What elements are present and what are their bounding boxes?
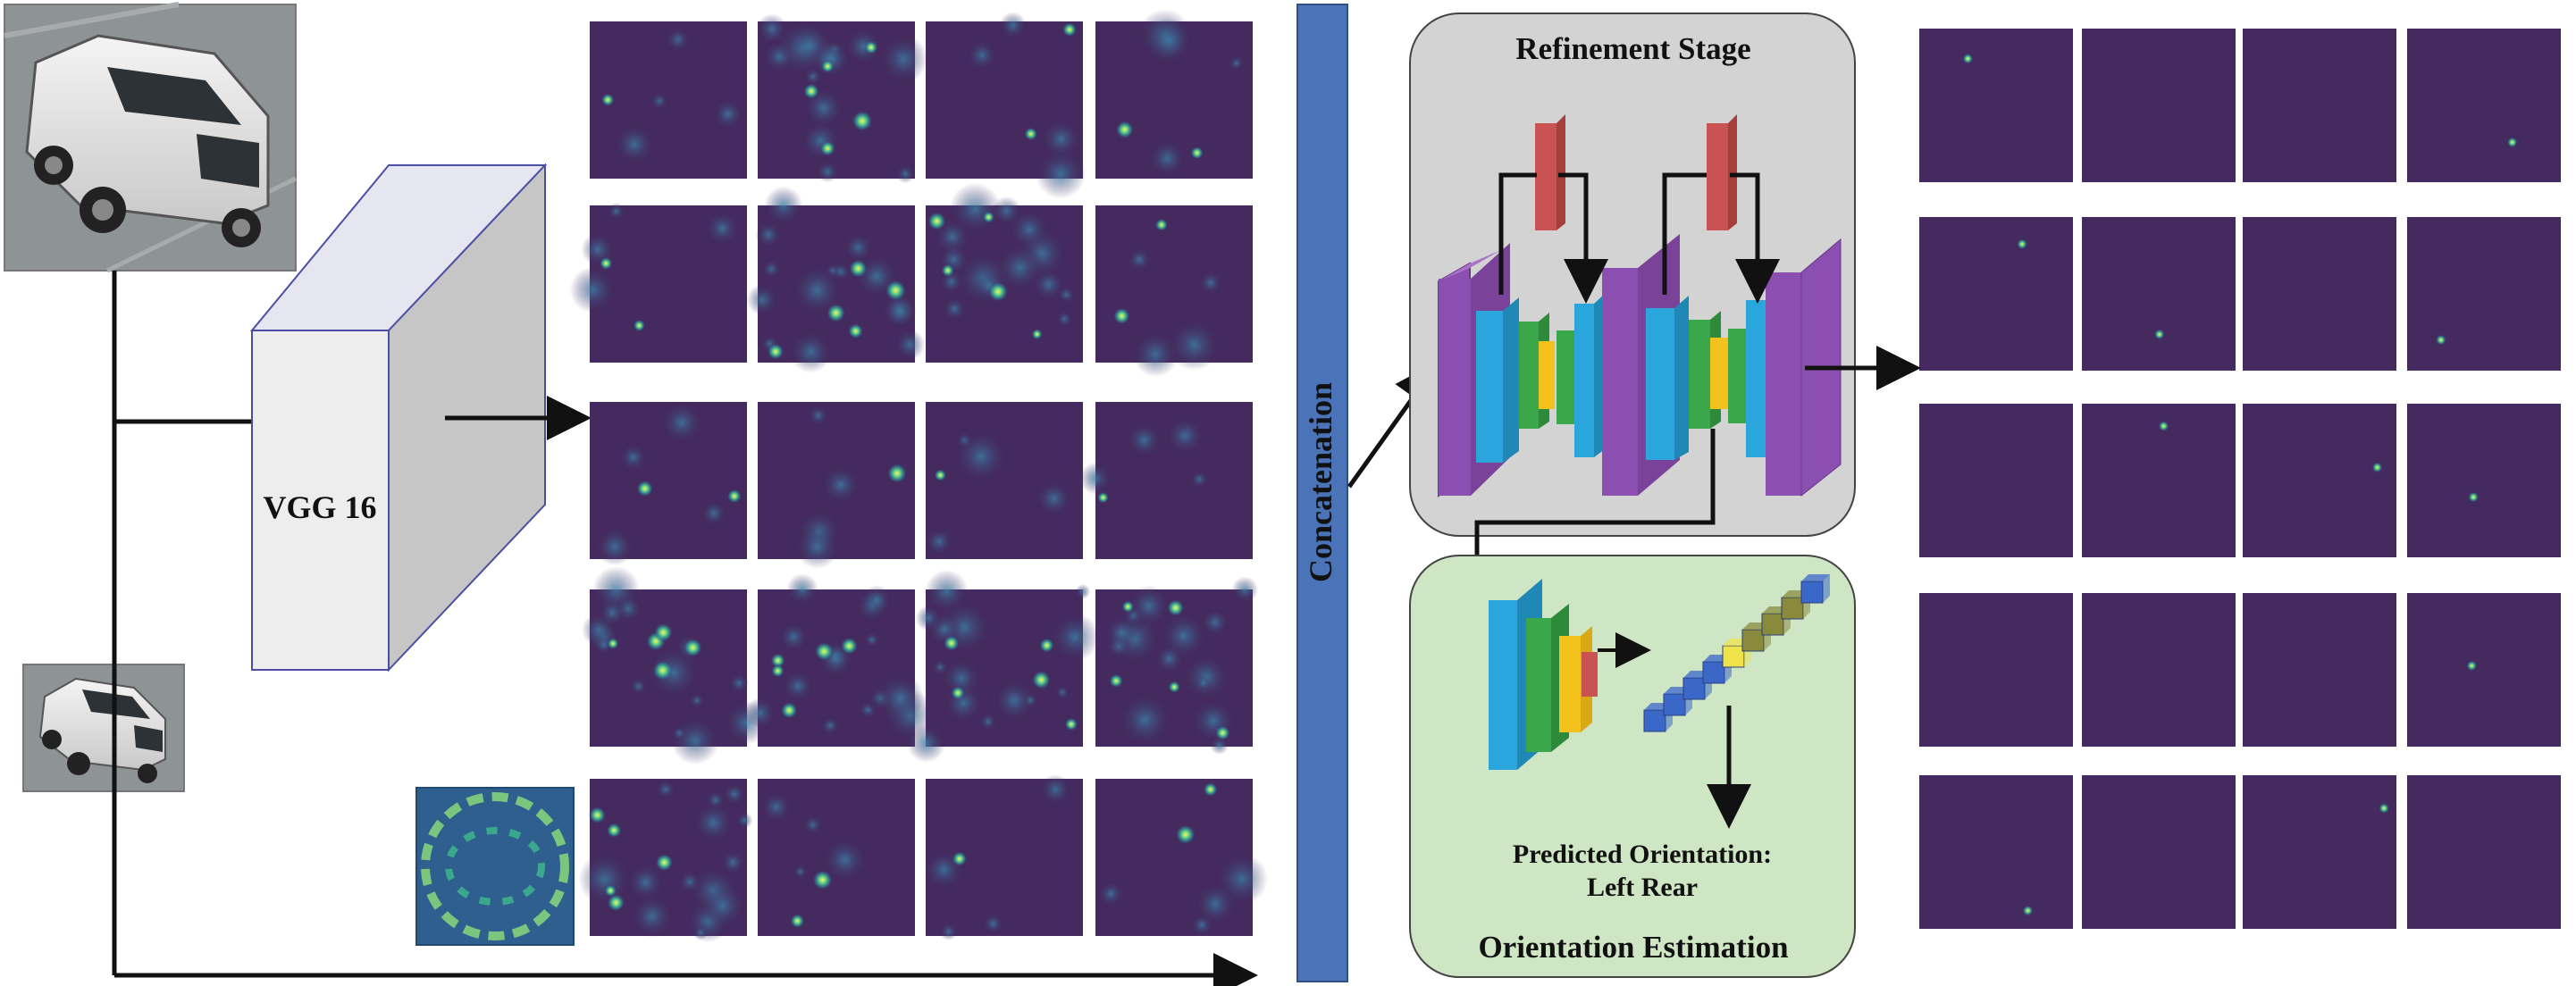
refined-heatmap-tile (1919, 217, 2073, 371)
refinement-stage-panel: Refinement Stage (1409, 13, 1856, 537)
refined-heatmap-tile (2082, 404, 2236, 557)
orientation-estimation-panel: Orientation Estimation Predicted Orienta… (1409, 555, 1856, 978)
predicted-orientation-label: Predicted Orientation: (1513, 840, 1772, 869)
heatmap-tile (590, 21, 747, 179)
refined-heatmap-tile (2082, 29, 2236, 182)
fully-connected-layers (1643, 574, 1830, 732)
vgg16-label: VGG 16 (263, 489, 376, 525)
refinement-module-1 (1438, 114, 1605, 497)
feature-map-input (415, 787, 575, 946)
refined-heatmap-tile (2243, 775, 2396, 929)
heatmap-tile (926, 182, 1083, 363)
input-image-small (22, 664, 185, 792)
heatmap-tile (1095, 205, 1253, 378)
refined-heatmap-tile (1919, 775, 2073, 929)
input-connectors (112, 271, 1258, 986)
heatmap-tile (926, 12, 1087, 199)
refined-heatmap-tile (2407, 217, 2561, 371)
heatmap-grid-right (1919, 29, 2561, 929)
heatmap-tile (582, 566, 768, 765)
heatmap-tile (924, 773, 1083, 940)
heatmap-grid-left (569, 8, 1269, 943)
refined-heatmap-tile (2243, 217, 2396, 371)
orientation-estimation-title: Orientation Estimation (1478, 930, 1788, 965)
heatmap-tile (1078, 402, 1253, 559)
heatmap-tile (1095, 576, 1259, 755)
concatenation-label: Concatenation (1303, 382, 1338, 582)
heatmap-tile (1095, 8, 1253, 179)
refined-heatmap-tile (2407, 593, 2561, 747)
heatmap-tile (758, 402, 915, 569)
heatmap-tile (756, 13, 928, 184)
refinement-stage-title: Refinement Stage (1515, 31, 1750, 66)
heatmap-tile (758, 779, 915, 936)
heatmap-tile (744, 573, 936, 747)
heatmap-tile (1095, 779, 1269, 936)
refined-heatmap-tile (2243, 29, 2396, 182)
refined-heatmap-tile (2407, 775, 2561, 929)
refined-heatmap-tile (1919, 593, 2073, 747)
refined-heatmap-tile (2082, 775, 2236, 929)
heatmap-tile (925, 402, 1083, 559)
heatmap-tile (906, 569, 1100, 763)
concatenation-bar: Concatenation (1296, 4, 1348, 982)
predicted-orientation-value: Left Rear (1587, 873, 1698, 902)
refined-heatmap-tile (2082, 593, 2236, 747)
refined-heatmap-tile (2243, 404, 2396, 557)
refined-heatmap-tile (2243, 593, 2396, 747)
heatmap-tile (590, 401, 747, 566)
refined-heatmap-tile (2082, 217, 2236, 371)
refined-heatmap-tile (1919, 29, 2073, 182)
heatmap-tile (746, 186, 926, 373)
refined-heatmap-tile (1919, 404, 2073, 557)
vgg16-backbone: VGG 16 (249, 163, 548, 673)
refined-heatmap-tile (2407, 404, 2561, 557)
heatmap-tile (569, 202, 747, 363)
refinement-skip-arrows (1498, 172, 1780, 304)
orientation-cnn-blocks (1489, 579, 1598, 770)
input-image-large (4, 2, 298, 273)
refined-heatmap-tile (2407, 29, 2561, 182)
refinement-module-2 (1602, 114, 1842, 497)
heatmap-tile (578, 779, 753, 943)
fc-cube (1800, 574, 1830, 604)
